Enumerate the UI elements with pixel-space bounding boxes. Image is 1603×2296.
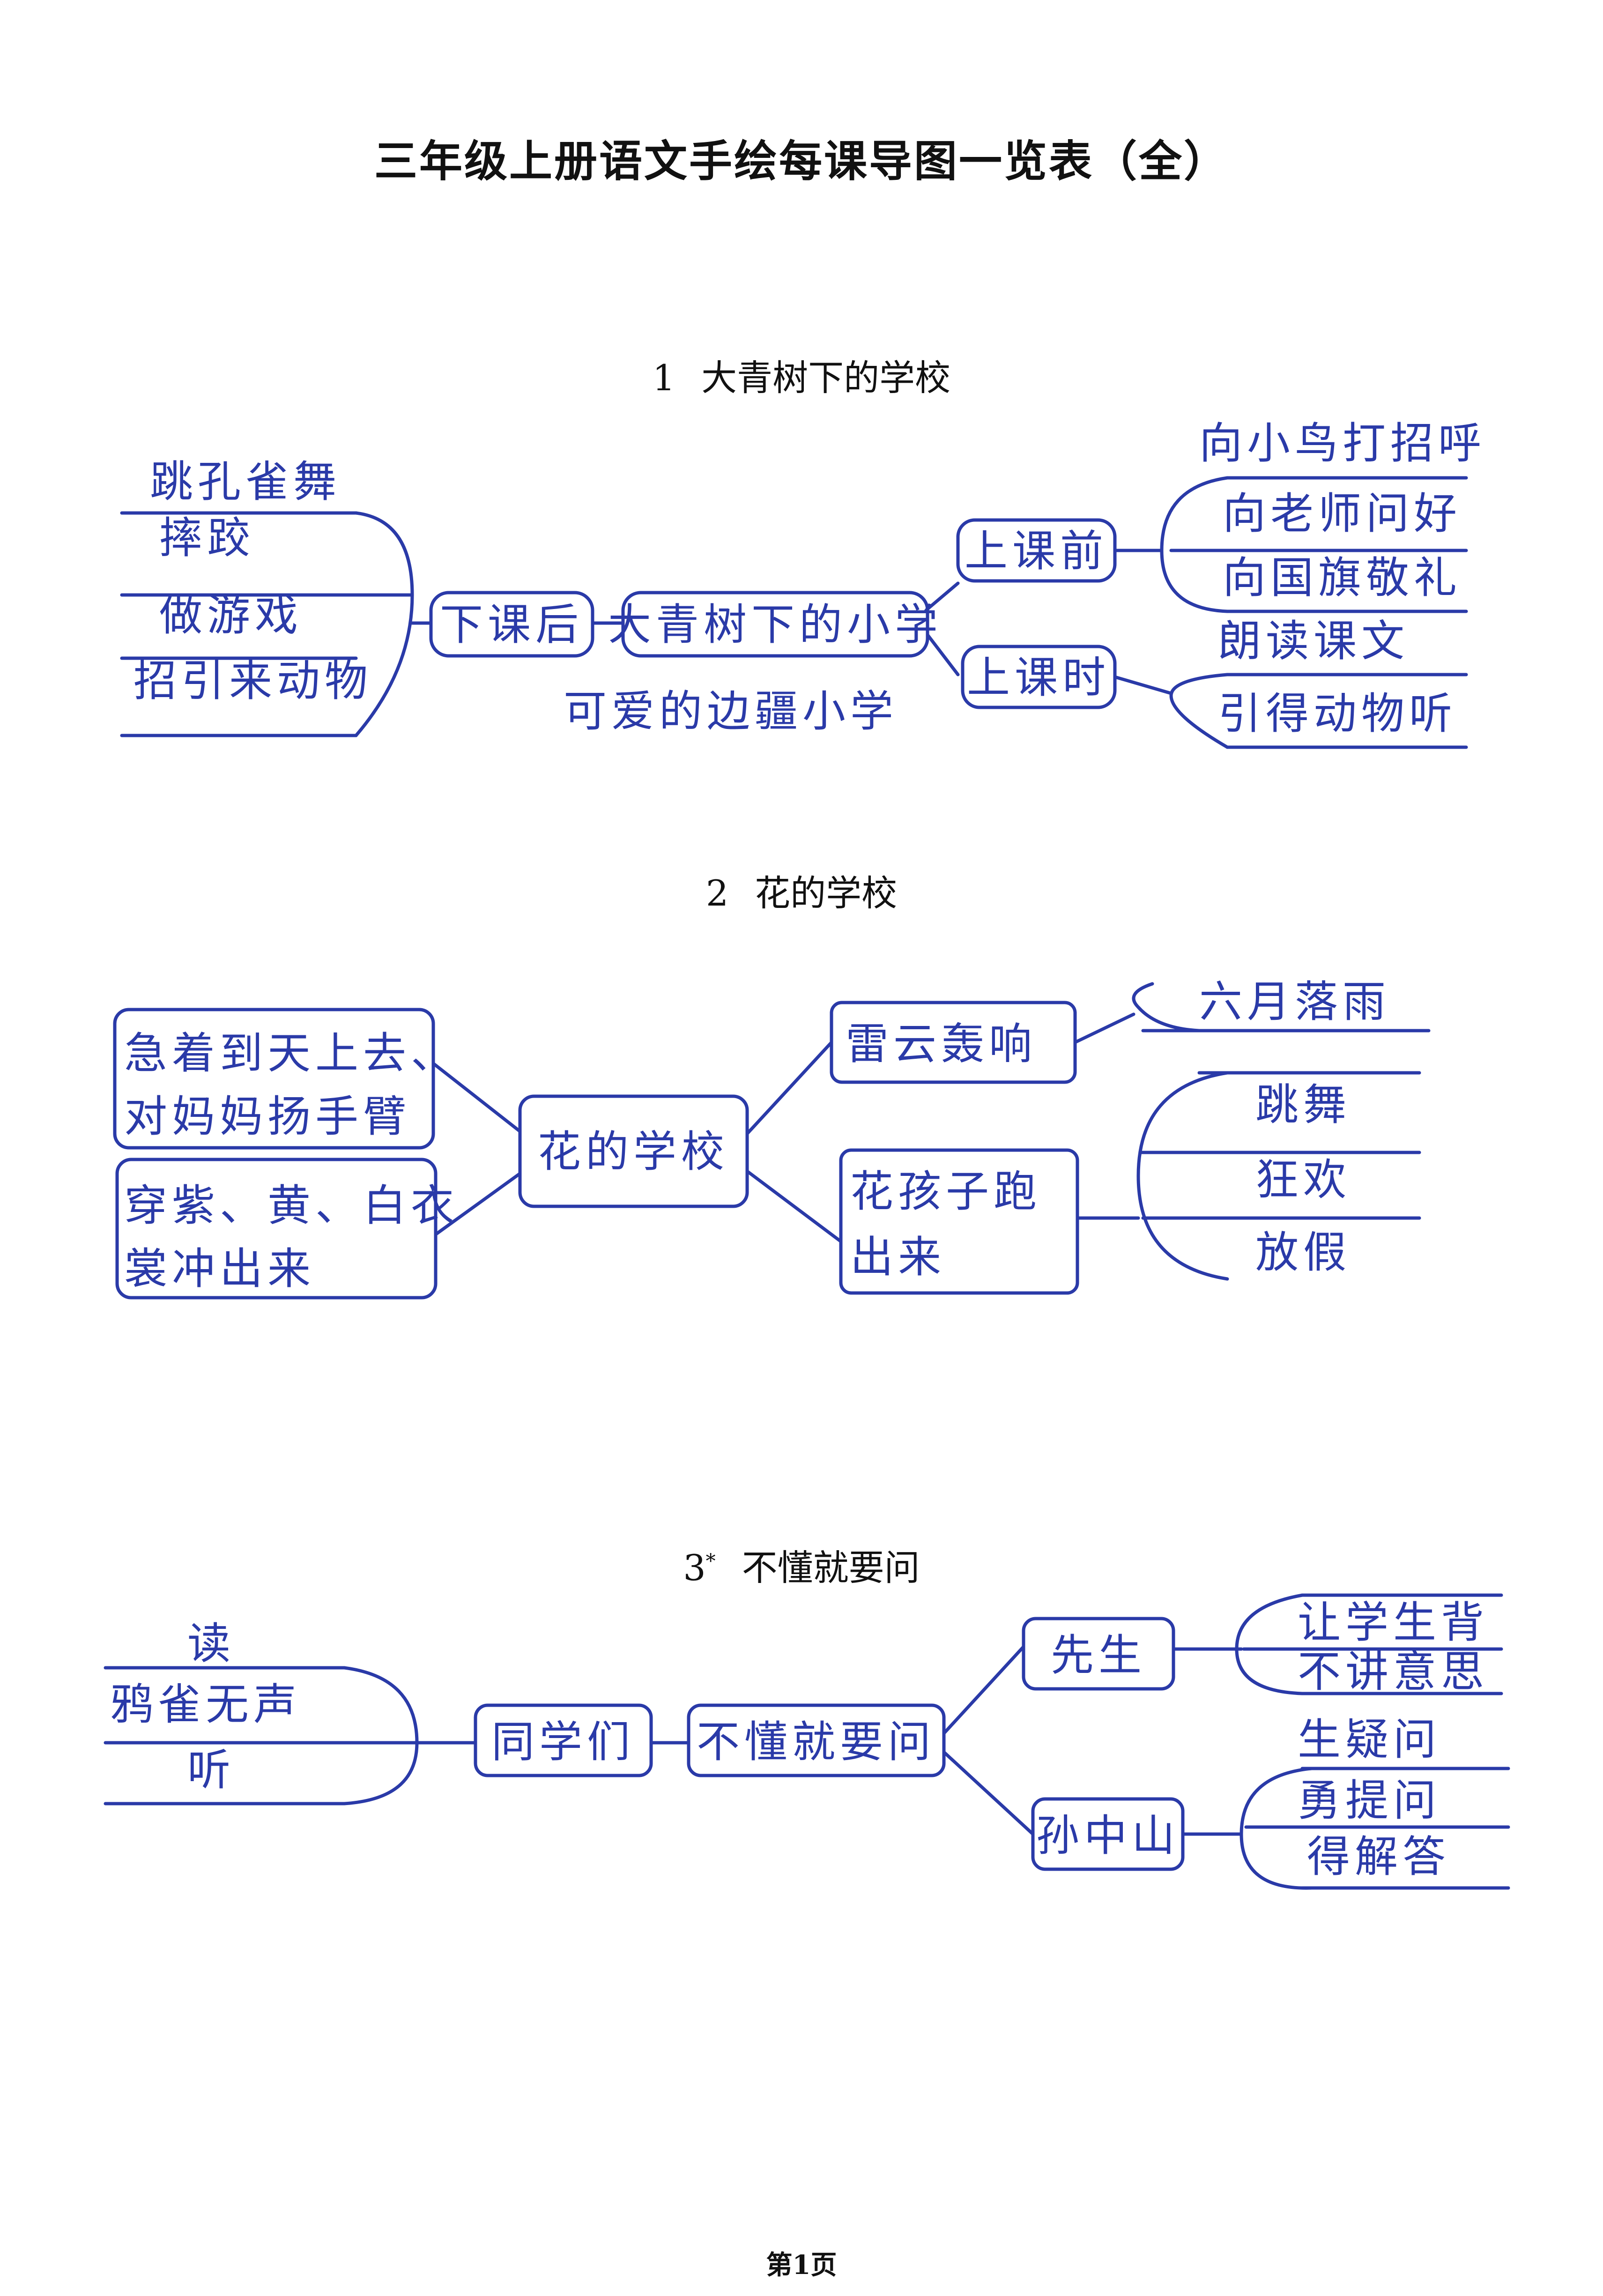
right-node-label: 孙中山: [1036, 1811, 1180, 1861]
connector: [1073, 1012, 1135, 1044]
lesson-mark: *: [705, 1549, 716, 1573]
page-title: 三年级上册语文手绘每课导图一览表（全）: [374, 136, 1229, 186]
connector: [434, 1172, 522, 1236]
connector: [1113, 675, 1173, 695]
map-subtitle: 可爱的边疆小学: [564, 686, 898, 736]
leaf-label: 做游戏: [159, 590, 303, 640]
leaf-label: 跳舞: [1255, 1080, 1351, 1130]
right-node-label: 雷云轰响: [846, 1019, 1037, 1069]
leaf-label: 朗读课文: [1218, 616, 1409, 666]
lesson-title: 花的学校: [755, 872, 898, 914]
branch-curve: [354, 511, 414, 737]
connector: [942, 1645, 1025, 1735]
leaf-label: 放假: [1255, 1227, 1351, 1278]
lesson-number: 3*: [683, 1547, 716, 1589]
left-box-line: 急着到天上去、: [124, 1028, 459, 1078]
connector: [745, 1169, 843, 1243]
lesson-number: 2: [705, 872, 729, 914]
branch-curve: [1132, 982, 1201, 1033]
lesson-title: 不懂就要问: [742, 1547, 920, 1589]
leaf-label: 读: [187, 1619, 235, 1669]
left-box: [115, 1158, 438, 1300]
branch-curve: [1160, 476, 1229, 613]
lesson-title: 大青树下的学校: [701, 357, 951, 399]
leaf-label: 六月落雨: [1199, 977, 1390, 1027]
branch-curve: [1239, 1767, 1314, 1890]
center-node-box: [518, 1094, 749, 1208]
leaf-label: 勇提问: [1298, 1776, 1441, 1826]
lesson-2-heading: 2 花的学校: [0, 864, 1603, 916]
left-node-label: 同学们: [491, 1717, 635, 1767]
left-node-label: 下课后: [440, 600, 583, 650]
lesson-3-mind-map: 读 鸦雀无声 听 同学们 不懂就要问 先生 让学生背 不讲意思 孙中山 生疑问 …: [104, 1593, 1510, 1890]
center-node-label: 大青树下的小学: [608, 600, 943, 650]
left-node-box: [474, 1703, 653, 1777]
lesson-number: 1: [652, 357, 675, 399]
left-box: [113, 1008, 435, 1150]
branch-curve: [1169, 673, 1229, 749]
leaf-label: 向国旗敬礼: [1223, 553, 1462, 603]
right-node-line: 花孩子跑: [850, 1167, 1041, 1217]
left-box-line: 穿紫、黄、白衣: [124, 1181, 459, 1231]
leaf-label: 引得动物听: [1218, 689, 1457, 739]
connector: [942, 1750, 1035, 1836]
connector: [431, 1062, 522, 1133]
center-node-label: 不懂就要问: [697, 1717, 935, 1767]
right-node-line: 出来: [850, 1232, 946, 1282]
lesson-3-heading: 3* 不懂就要问: [0, 1539, 1603, 1590]
lesson-2-mind-map: 急着到天上去、 对妈妈扬手臂 穿紫、黄、白衣 裳冲出来 花的学校 雷云轰响 六月…: [113, 977, 1431, 1300]
connector: [926, 581, 960, 611]
page-footer: 第1页: [766, 2250, 837, 2281]
connector: [745, 1040, 833, 1136]
center-node-label: 花的学校: [538, 1127, 729, 1177]
right-node-label: 上课时: [967, 653, 1110, 703]
right-node-box: [839, 1148, 1079, 1295]
leaf-label: 生疑问: [1298, 1715, 1441, 1765]
leaf-label: 不讲意思: [1298, 1647, 1489, 1697]
leaf-label: 让学生背: [1298, 1598, 1489, 1648]
leaf-label: 招引来动物: [134, 656, 372, 706]
leaf-label: 向老师问好: [1223, 489, 1462, 539]
left-box-line: 对妈妈扬手臂: [124, 1092, 411, 1142]
branch-curve: [1235, 1593, 1304, 1695]
left-box-line: 裳冲出来: [124, 1244, 315, 1294]
leaf-label: 狂欢: [1255, 1155, 1351, 1205]
center-node-box: [621, 591, 929, 658]
connector: [926, 633, 960, 676]
leaf-label: 得解答: [1307, 1832, 1450, 1882]
right-node-box: [1022, 1617, 1175, 1691]
lesson-1-mind-map: 下课后 大青树下的小学 上课前 上课时 跳孔雀舞 摔跤 做游戏 招引来动物 向小…: [120, 418, 1486, 749]
leaf-label: 跳孔雀舞: [150, 457, 341, 507]
leaf-label: 摔跤: [159, 513, 255, 563]
center-node-box: [687, 1703, 946, 1777]
leaf-label: 向小鸟打招呼: [1199, 418, 1486, 468]
leaf-label: 听: [187, 1745, 235, 1795]
lesson-1-heading: 1 大青树下的学校: [0, 349, 1603, 401]
leaf-label: 鸦雀无声: [110, 1679, 301, 1730]
right-node-label: 先生: [1051, 1630, 1146, 1680]
right-node-label: 上课前: [965, 526, 1108, 576]
branch-curve: [342, 1666, 419, 1806]
branch-curve: [1136, 1071, 1229, 1281]
